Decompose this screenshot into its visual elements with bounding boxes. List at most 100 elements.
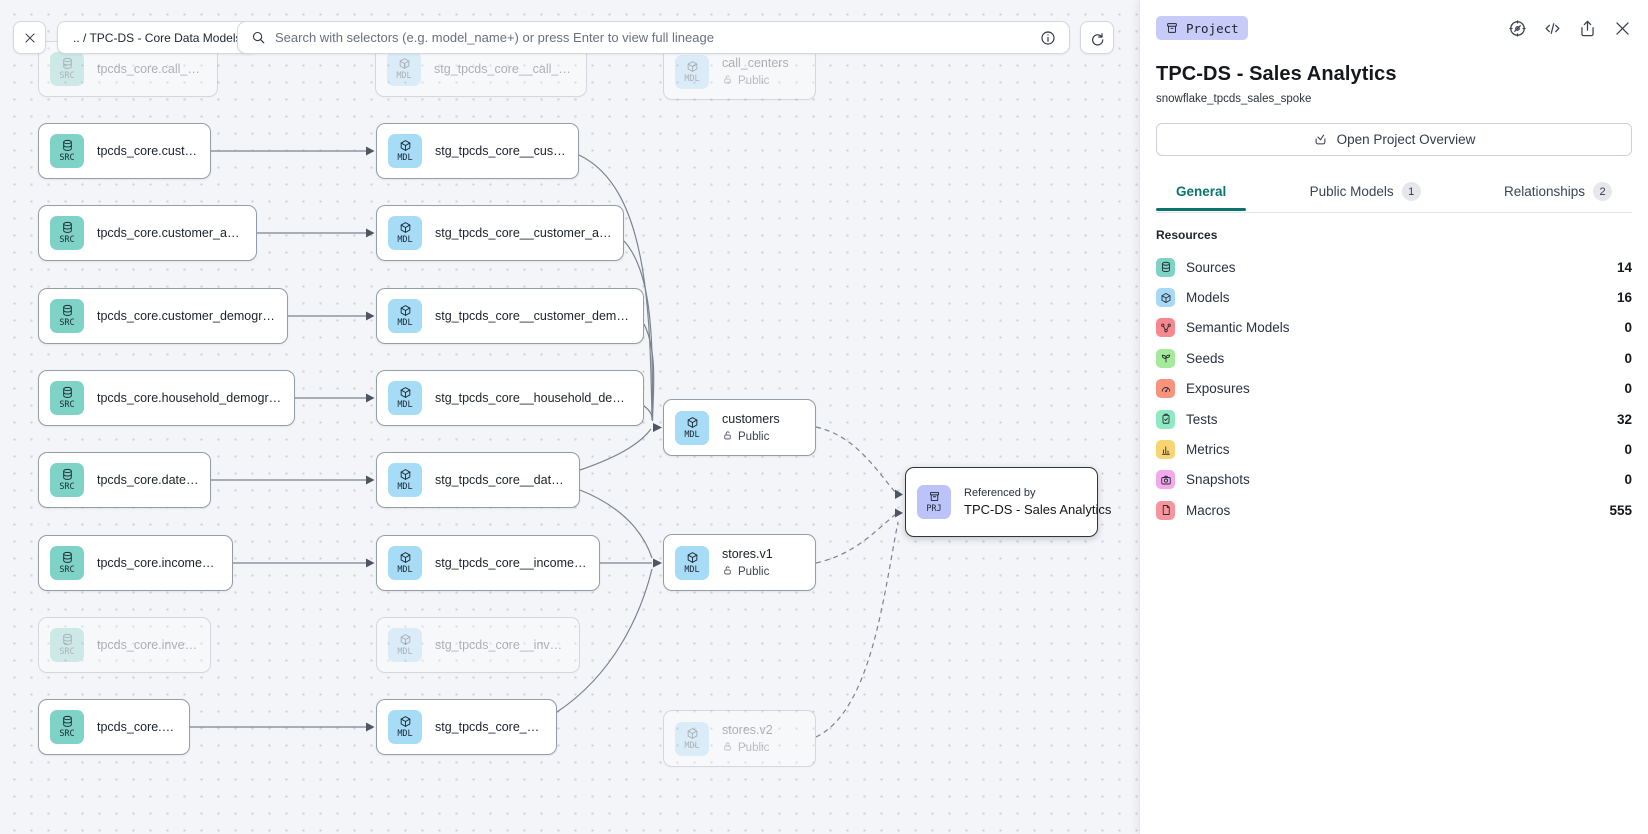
model-cube-icon: MDL (388, 710, 422, 744)
node-label: tpcds_core.customer_address (97, 226, 245, 240)
model-cube-icon: MDL (675, 410, 709, 445)
share-icon (1581, 20, 1594, 36)
close-lineage-button[interactable] (13, 21, 46, 54)
node-label: TPC-DS - Sales Analytics (964, 502, 1112, 517)
breadcrumb[interactable]: .. / TPC-DS - Core Data Models (57, 21, 258, 54)
refresh-button[interactable] (1080, 21, 1114, 54)
resource-row-metrics[interactable]: Metrics 0 (1156, 434, 1632, 464)
info-icon[interactable] (1040, 30, 1056, 46)
open-project-overview-button[interactable]: Open Project Overview (1156, 123, 1632, 156)
graph-node-stg-tpcds-core-household-demographics[interactable]: MDLstg_tpcds_core__household_demographic… (376, 370, 644, 426)
resource-label: Seeds (1186, 350, 1225, 366)
resource-row-models[interactable]: Models 16 (1156, 282, 1632, 312)
tab-count-badge: 1 (1401, 182, 1421, 201)
resource-row-sources[interactable]: Sources 14 (1156, 252, 1632, 282)
database-icon: SRC (50, 628, 84, 662)
database-icon: SRC (50, 52, 84, 86)
node-label: tpcds_core.date_dim (97, 473, 199, 487)
node-label: stg_tpcds_core__store (435, 720, 545, 734)
resource-kind-chip: Project (1156, 16, 1248, 40)
node-label: tpcds_core.customer (97, 144, 199, 158)
node-label: call_centers (722, 55, 789, 70)
model-cube-icon: MDL (675, 545, 709, 580)
database-icon: SRC (50, 216, 84, 250)
database-icon: SRC (50, 134, 84, 168)
resource-row-snapshots[interactable]: Snapshots 0 (1156, 465, 1632, 495)
view-code-button[interactable] (1543, 19, 1562, 38)
resource-label: Semantic Models (1186, 320, 1290, 336)
resource-label: Exposures (1186, 381, 1250, 397)
search-bar[interactable] (237, 21, 1070, 54)
seedling-icon (1156, 348, 1175, 368)
explore-lineage-button[interactable] (1508, 19, 1527, 38)
resource-label: Sources (1186, 259, 1236, 275)
node-label: stg_tpcds_core__customer_demographics (435, 309, 632, 323)
chip-label: Project (1186, 20, 1239, 36)
project-subtitle: snowflake_tpcds_sales_spoke (1156, 93, 1312, 105)
refresh-icon (1092, 32, 1104, 45)
camera-icon (1156, 470, 1175, 490)
resource-row-seeds[interactable]: Seeds 0 (1156, 343, 1632, 373)
node-label: stg_tpcds_core__call_center (434, 62, 575, 76)
code-icon (1545, 22, 1560, 34)
clipboard-icon (1156, 409, 1175, 429)
resource-row-exposures[interactable]: Exposures 0 (1156, 374, 1632, 404)
tab-general[interactable]: General (1156, 175, 1247, 211)
model-cube-icon: MDL (388, 216, 422, 250)
resource-label: Snapshots (1186, 472, 1250, 488)
cube-icon (1156, 288, 1175, 308)
node-subtext: Referenced by (964, 487, 1036, 499)
node-label: customers (722, 411, 780, 426)
lock-open-icon (722, 741, 733, 755)
compass-icon (1509, 19, 1526, 37)
resource-count: 0 (1624, 350, 1632, 366)
graph-node-tpcds-core.customer[interactable]: SRC tpcds_core.customer (38, 123, 211, 179)
node-label: tpcds_core.inventory (97, 638, 199, 652)
database-icon: SRC (50, 710, 84, 744)
database-icon (1156, 257, 1175, 277)
tab-count-badge: 2 (1593, 182, 1612, 201)
search-input[interactable] (275, 30, 1031, 45)
node-label: tpcds_core.customer_demographics (97, 309, 276, 323)
model-cube-icon: MDL (388, 381, 422, 415)
file-icon (1156, 500, 1175, 520)
search-icon (252, 31, 265, 44)
graph-node-stg-tpcds-core-store[interactable]: MDL stg_tpcds_core__store (376, 699, 557, 755)
resource-row-tests[interactable]: Tests 32 (1156, 404, 1632, 434)
model-cube-icon: MDL (388, 546, 422, 580)
close-icon (1616, 21, 1629, 35)
model-cube-icon: MDL (388, 463, 422, 497)
resource-label: Tests (1186, 411, 1218, 427)
database-icon: SRC (50, 546, 84, 580)
resource-count: 0 (1624, 381, 1632, 397)
resource-row-macros[interactable]: Macros 555 (1156, 495, 1632, 525)
resource-count: 0 (1624, 442, 1632, 458)
node-label: stg_tpcds_core__customer_address (435, 226, 612, 240)
graph-node-stg-tpcds-core-customer-address[interactable]: MDL stg_tpcds_core__customer_address (376, 205, 624, 261)
graph-node-tpc-ds-sales-analytics[interactable]: PRJ Referenced by TPC-DS - Sales Analytic… (905, 467, 1112, 537)
project-icon: PRJ (917, 485, 951, 519)
resource-label: Metrics (1186, 442, 1230, 458)
share-button[interactable] (1578, 19, 1597, 38)
graph-node-tpcds-core.customer-address[interactable]: SRC tpcds_core.customer_address (38, 205, 257, 261)
close-panel-button[interactable] (1613, 19, 1632, 38)
graph-node-tpcds-core.inventory[interactable]: SRC tpcds_core.inventory (38, 617, 211, 673)
resource-row-semantic-models[interactable]: Semantic Models 0 (1156, 313, 1632, 343)
node-label: stores.v1 (722, 546, 773, 561)
